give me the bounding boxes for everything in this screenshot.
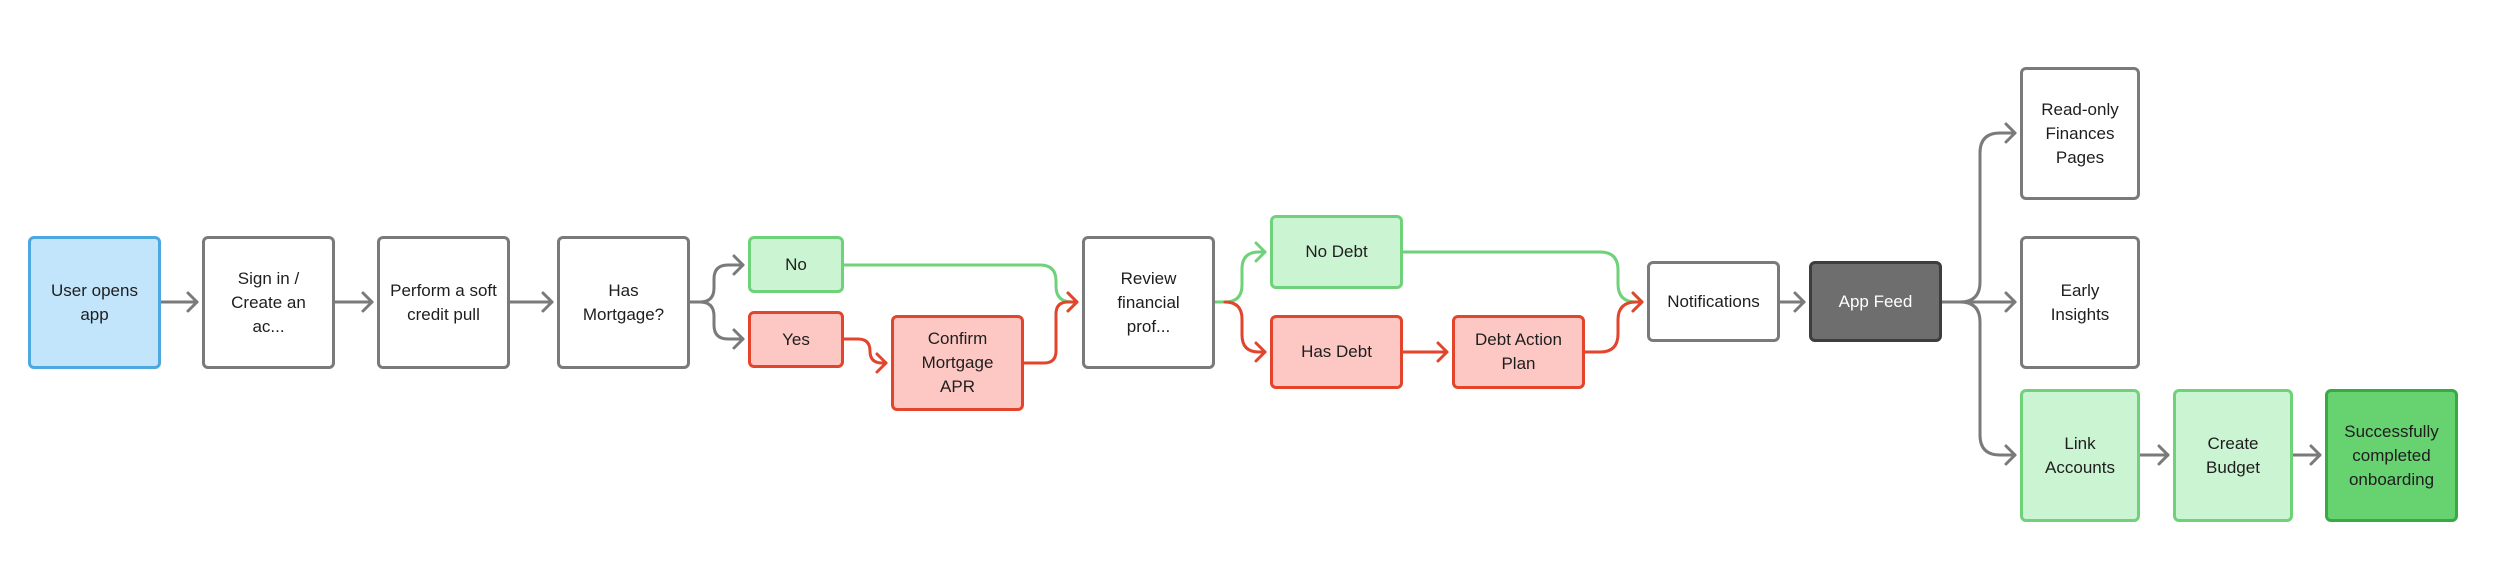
edge-debt_action_plan-to-notifications (1583, 291, 1644, 354)
edge-no_debt-to-notifications (1401, 250, 1644, 313)
node-no[interactable]: No (748, 236, 844, 293)
node-yes[interactable]: Yes (748, 311, 844, 368)
connector-line (1223, 300, 1267, 354)
edge-no-to-review_financial_profile (842, 263, 1079, 313)
connector-line (1401, 250, 1644, 304)
connector-line (698, 300, 745, 341)
arrowhead-icon (2157, 444, 2170, 466)
arrowhead-icon (875, 352, 888, 374)
node-label: Notifications (1667, 291, 1760, 311)
edge-review_financial_profile-to-has_debt (1223, 300, 1267, 363)
connector-line (1583, 300, 1644, 354)
node-app-feed[interactable]: App Feed (1809, 261, 1942, 342)
connector-line (688, 263, 745, 304)
arrowhead-icon (1066, 291, 1079, 313)
node-label: Has Debt (1301, 342, 1372, 361)
node-label: App Feed (1838, 291, 1913, 311)
connector-line (1022, 300, 1079, 365)
arrowhead-icon (732, 254, 745, 276)
connector-line (1213, 250, 1267, 304)
edge-app_feed-to-link_accounts (1958, 300, 2017, 466)
connector-line (842, 263, 1079, 304)
arrowhead-icon (2004, 122, 2017, 144)
node-label: Debt Action Plan (1475, 330, 1562, 373)
node-label: No (785, 254, 807, 274)
node-label: Review financial prof... (1117, 268, 1180, 336)
node-label: Confirm Mortgage APR (921, 329, 994, 396)
node-confirm-mortgage-apr[interactable]: Confirm Mortgage APR (891, 315, 1024, 411)
arrowhead-icon (2309, 444, 2322, 466)
node-early-insights[interactable]: Early Insights (2020, 236, 2140, 369)
edge-create_budget-to-onboarding_complete (2291, 444, 2322, 466)
node-debt-action-plan[interactable]: Debt Action Plan (1452, 315, 1585, 389)
node-notifications[interactable]: Notifications (1647, 261, 1780, 342)
arrowhead-icon (361, 291, 374, 313)
node-sign-in[interactable]: Sign in / Create an ac... (202, 236, 335, 369)
node-label: Sign in / Create an ac... (231, 268, 306, 336)
edge-link_accounts-to-create_budget (2138, 444, 2170, 466)
arrowhead-icon (1254, 241, 1267, 263)
node-label: Read-only Finances Pages (2041, 99, 2119, 167)
node-label: Early Insights (2050, 280, 2110, 324)
node-label: Perform a soft credit pull (390, 280, 497, 324)
arrowhead-icon (2004, 444, 2017, 466)
node-label: Create Budget (2206, 433, 2260, 477)
node-has-mortgage[interactable]: Has Mortgage? (557, 236, 690, 369)
node-onboarding-complete[interactable]: Successfully completed onboarding (2325, 389, 2458, 522)
arrowhead-icon (1631, 291, 1644, 313)
arrowhead-icon (1793, 291, 1806, 313)
edge-has_debt-to-debt_action_plan (1401, 341, 1449, 363)
connector-line (1940, 131, 2017, 304)
node-link-accounts[interactable]: Link Accounts (2020, 389, 2140, 522)
edge-app_feed-to-read_only_finances (1940, 122, 2017, 304)
arrowhead-icon (541, 291, 554, 313)
connector-line (1958, 300, 2017, 457)
edge-confirm_mortgage_apr-to-review_financial_profile (1022, 291, 1079, 365)
arrowhead-icon (186, 291, 199, 313)
node-label: User opens app (51, 280, 138, 324)
edge-sign_in-to-credit_pull (333, 291, 374, 313)
edge-has_mortgage-to-no (688, 254, 745, 304)
arrowhead-icon (2004, 291, 2017, 313)
node-credit-pull[interactable]: Perform a soft credit pull (377, 236, 510, 369)
node-user-opens-app[interactable]: User opens app (28, 236, 161, 369)
edge-user_opens_app-to-sign_in (159, 291, 199, 313)
edge-yes-to-confirm_mortgage_apr (842, 337, 888, 374)
node-no-debt[interactable]: No Debt (1270, 215, 1403, 289)
node-label: No Debt (1305, 242, 1368, 261)
node-create-budget[interactable]: Create Budget (2173, 389, 2293, 522)
edge-has_mortgage-to-yes (698, 300, 745, 350)
node-label: Yes (782, 329, 810, 349)
edge-review_financial_profile-to-no_debt (1213, 241, 1267, 304)
node-has-debt[interactable]: Has Debt (1270, 315, 1403, 389)
node-label: Has Mortgage? (582, 280, 665, 324)
arrowhead-icon (1254, 341, 1267, 363)
edge-notifications-to-app_feed (1778, 291, 1806, 313)
edge-app_feed-to-early_insights (1940, 291, 2017, 313)
edge-credit_pull-to-has_mortgage (508, 291, 554, 313)
arrowhead-icon (732, 328, 745, 350)
node-read-only-finances[interactable]: Read-only Finances Pages (2020, 67, 2140, 200)
node-label: Successfully completed onboarding (2344, 421, 2439, 489)
connector-line (842, 337, 888, 365)
node-label: Link Accounts (2045, 433, 2115, 477)
arrowhead-icon (1436, 341, 1449, 363)
node-review-financial-profile[interactable]: Review financial prof... (1082, 236, 1215, 369)
